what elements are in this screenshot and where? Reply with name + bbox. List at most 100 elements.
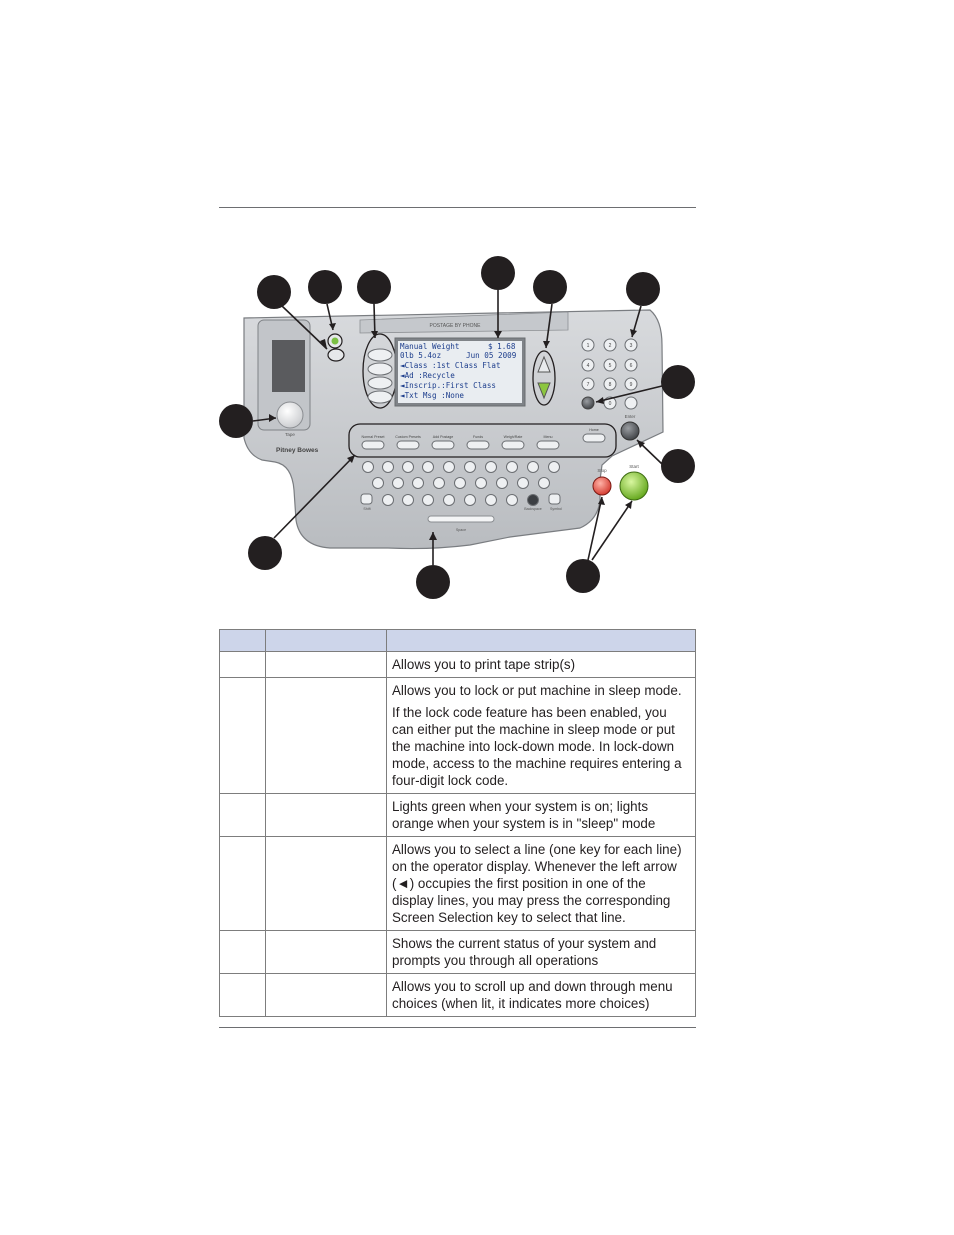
callout-circle [626, 272, 660, 306]
key-label: 5 [609, 363, 612, 369]
callout-circle [308, 270, 342, 304]
table-row: Allows you to lock or put machine in sle… [219, 677, 696, 794]
display-line-6: ◄Txt Msg :None [400, 391, 464, 400]
backspace-label: Backspace [524, 507, 542, 511]
display-line-4: ◄Ad :Recycle [400, 371, 455, 380]
row-description: Allows you to scroll up and down through… [386, 973, 696, 1017]
row-number [219, 930, 266, 974]
row-number [219, 973, 266, 1017]
key-label: 0 [609, 401, 612, 407]
row-description: Allows you to lock or put machine in sle… [386, 677, 696, 794]
scroll-up-icon[interactable] [537, 355, 551, 373]
key-description-table: Allows you to print tape strip(s) Allows… [219, 629, 696, 1017]
soft-key-label: Weigh/Rate [504, 435, 523, 439]
soft-key-label: Add Postage [433, 435, 454, 439]
bottom-rule [219, 1027, 696, 1028]
brand-logo: Pitney Bowes [276, 447, 319, 454]
shift-label: Shift [363, 507, 370, 511]
start-label: Start [629, 464, 639, 469]
soft-key-weigh-rate[interactable] [501, 440, 525, 450]
tape-slot [272, 340, 305, 392]
machine-body [243, 309, 664, 550]
soft-key-menu[interactable] [536, 440, 560, 450]
display-date: Jun 05 2009 [466, 351, 517, 360]
soft-key-label: Normal Preset [362, 435, 385, 439]
operator-display [398, 341, 522, 403]
callout-circle [416, 565, 450, 599]
soft-key-add-postage[interactable] [431, 440, 455, 450]
table-header-row [219, 629, 696, 652]
display-line-3: ◄Class :1st Class Flat [400, 361, 501, 370]
key-label: 9 [630, 382, 633, 388]
display-weight: 0lb 5.4oz [400, 351, 441, 360]
display-line-1: Manual Weight [400, 342, 459, 351]
enter-label: Enter [625, 414, 636, 419]
row-name [265, 651, 387, 678]
postage-meter-diagram: POSTAGE BY PHONE Tape Pitney Bowes Manua… [219, 256, 695, 599]
key-label: 3 [630, 343, 633, 349]
key-label: 1 [587, 343, 590, 349]
space-label: Space [456, 528, 466, 532]
callout-circle [357, 270, 391, 304]
row-name [265, 836, 387, 931]
row-number [219, 836, 266, 931]
soft-key-label: Funds [473, 435, 483, 439]
row-description: Shows the current status of your system … [386, 930, 696, 974]
key-label: 4 [587, 363, 590, 369]
row-description: Lights green when your system is on; lig… [386, 793, 696, 837]
table-row: Shows the current status of your system … [219, 930, 696, 974]
soft-key-label: Custom Presets [395, 435, 421, 439]
tape-button[interactable] [276, 401, 304, 429]
display-amount: $ 1.68 [488, 342, 516, 351]
table-header-cell [386, 629, 696, 652]
top-rule [219, 207, 696, 208]
screen-select-key-4[interactable] [367, 390, 393, 404]
qwerty-keyboard [360, 461, 561, 506]
screen-select-key-2[interactable] [367, 362, 393, 376]
soft-key-normal-preset[interactable] [361, 440, 385, 450]
row-name [265, 793, 387, 837]
sleep-key[interactable] [327, 348, 345, 362]
stop-key[interactable] [592, 476, 612, 496]
soft-key-label: Home [589, 428, 599, 432]
table-row: Allows you to print tape strip(s) [219, 651, 696, 678]
row-description: Allows you to print tape strip(s) [386, 651, 696, 678]
scroll-down-icon[interactable] [537, 382, 551, 400]
table-header-cell [219, 629, 266, 652]
symbol-label: Symbol [550, 507, 562, 511]
row-number [219, 677, 266, 794]
row-description: Allows you to select a line (one key for… [386, 836, 696, 931]
callout-circle [661, 365, 695, 399]
table-row: Allows you to select a line (one key for… [219, 836, 696, 931]
callout-circle [219, 404, 253, 438]
key-label: 2 [609, 343, 612, 349]
start-key[interactable] [619, 471, 649, 501]
display-line-5: ◄Inscrip.:First Class [400, 381, 496, 390]
row-number [219, 651, 266, 678]
soft-key-custom-presets[interactable] [396, 440, 420, 450]
table-row: Allows you to scroll up and down through… [219, 973, 696, 1017]
row-name [265, 973, 387, 1017]
soft-key-label: Menu [544, 435, 553, 439]
callout-circle [533, 270, 567, 304]
key-label: 8 [609, 382, 612, 388]
key-label: 7 [587, 382, 590, 388]
callout-circle [566, 559, 600, 593]
row-number [219, 793, 266, 837]
top-label: POSTAGE BY PHONE [430, 323, 482, 329]
space-bar[interactable] [427, 515, 495, 523]
callout-circle [248, 536, 282, 570]
enter-key[interactable] [620, 421, 640, 441]
row-name [265, 677, 387, 794]
screen-select-key-3[interactable] [367, 376, 393, 390]
row-name [265, 930, 387, 974]
home-key[interactable] [582, 433, 606, 443]
table-row: Lights green when your system is on; lig… [219, 793, 696, 837]
numeric-keypad [581, 338, 638, 410]
soft-key-funds[interactable] [466, 440, 490, 450]
table-header-cell [265, 629, 387, 652]
screen-select-key-1[interactable] [367, 348, 393, 362]
tape-label: Tape [285, 432, 295, 437]
stop-label: Stop [597, 468, 607, 473]
callout-circle [661, 449, 695, 483]
